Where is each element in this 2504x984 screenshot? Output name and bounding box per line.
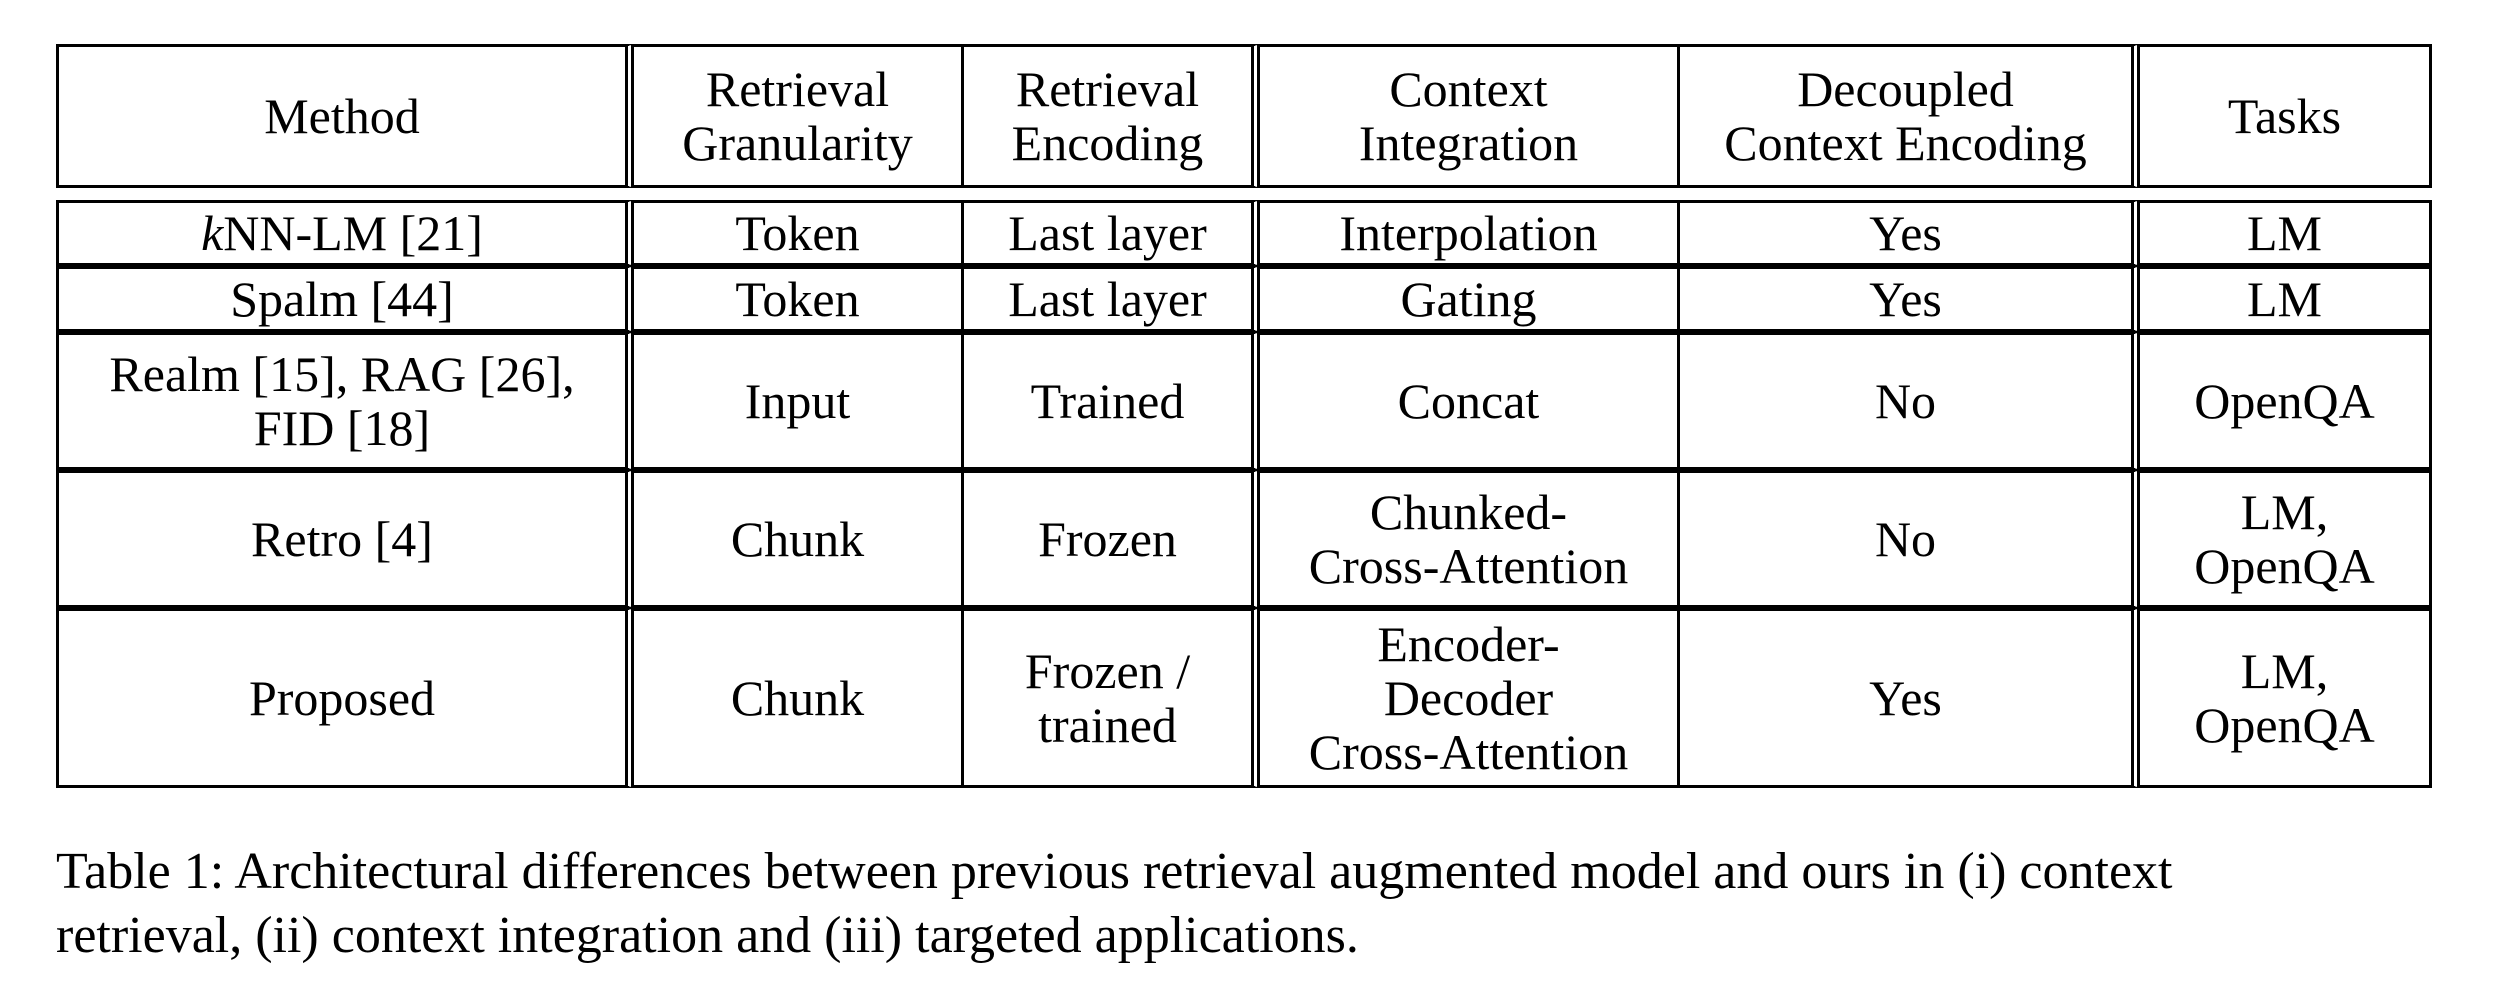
- header-tasks: Tasks: [2140, 44, 2432, 188]
- cell-method: Spalm [44]: [56, 266, 634, 332]
- table-row: Retro [4] Chunk Frozen Chunked- Cross-At…: [56, 470, 2432, 608]
- cell-integration: Gating: [1260, 266, 1680, 332]
- cell-encoding: Last layer: [964, 266, 1260, 332]
- cell-granularity: Token: [634, 266, 964, 332]
- cell-encoding: Last layer: [964, 200, 1260, 266]
- cell-integration: Concat: [1260, 332, 1680, 470]
- cell-decoupled: Yes: [1680, 266, 2140, 332]
- cell-granularity: Input: [634, 332, 964, 470]
- cell-decoupled: No: [1680, 470, 2140, 608]
- caption-line-1: Table 1: Architectural differences betwe…: [56, 843, 2173, 900]
- cell-tasks: LM: [2140, 200, 2432, 266]
- cell-method: Realm [15], RAG [26], FID [18]: [56, 332, 634, 470]
- header-decoupled-context-encoding: Decoupled Context Encoding: [1680, 44, 2140, 188]
- cell-encoding: Frozen / trained: [964, 608, 1260, 788]
- cell-tasks: LM: [2140, 266, 2432, 332]
- header-retrieval-encoding: Retrieval Encoding: [964, 44, 1260, 188]
- caption-line-2: retrieval, (ii) context integration and …: [56, 907, 1359, 964]
- cell-decoupled: No: [1680, 332, 2140, 470]
- cell-encoding: Frozen: [964, 470, 1260, 608]
- header-method: Method: [56, 44, 634, 188]
- cell-method: kNN-LM [21]: [56, 200, 634, 266]
- header-context-integration: Context Integration: [1260, 44, 1680, 188]
- cell-granularity: Token: [634, 200, 964, 266]
- table-header-row: Method Retrieval Granularity Retrieval E…: [56, 44, 2432, 188]
- header-retrieval-granularity: Retrieval Granularity: [634, 44, 964, 188]
- cell-granularity: Chunk: [634, 470, 964, 608]
- table-row: Spalm [44] Token Last layer Gating Yes L…: [56, 266, 2432, 332]
- method-prefix: k: [201, 205, 224, 261]
- cell-method: Retro [4]: [56, 470, 634, 608]
- cell-encoding: Trained: [964, 332, 1260, 470]
- architecture-comparison-body: kNN-LM [21] Token Last layer Interpolati…: [56, 200, 2432, 788]
- cell-tasks: LM, OpenQA: [2140, 608, 2432, 788]
- cell-tasks: OpenQA: [2140, 332, 2432, 470]
- cell-decoupled: Yes: [1680, 608, 2140, 788]
- cell-integration: Chunked- Cross-Attention: [1260, 470, 1680, 608]
- cell-integration: Encoder- Decoder Cross-Attention: [1260, 608, 1680, 788]
- table-caption: Table 1: Architectural differences betwe…: [56, 840, 2456, 968]
- cell-granularity: Chunk: [634, 608, 964, 788]
- cell-method: Proposed: [56, 608, 634, 788]
- cell-integration: Interpolation: [1260, 200, 1680, 266]
- cell-decoupled: Yes: [1680, 200, 2140, 266]
- table-row: Proposed Chunk Frozen / trained Encoder-…: [56, 608, 2432, 788]
- table-row: Realm [15], RAG [26], FID [18] Input Tra…: [56, 332, 2432, 470]
- cell-tasks: LM, OpenQA: [2140, 470, 2432, 608]
- architecture-comparison-table: Method Retrieval Granularity Retrieval E…: [56, 38, 2432, 194]
- table-row: kNN-LM [21] Token Last layer Interpolati…: [56, 200, 2432, 266]
- architecture-table-container: Method Retrieval Granularity Retrieval E…: [56, 44, 2432, 788]
